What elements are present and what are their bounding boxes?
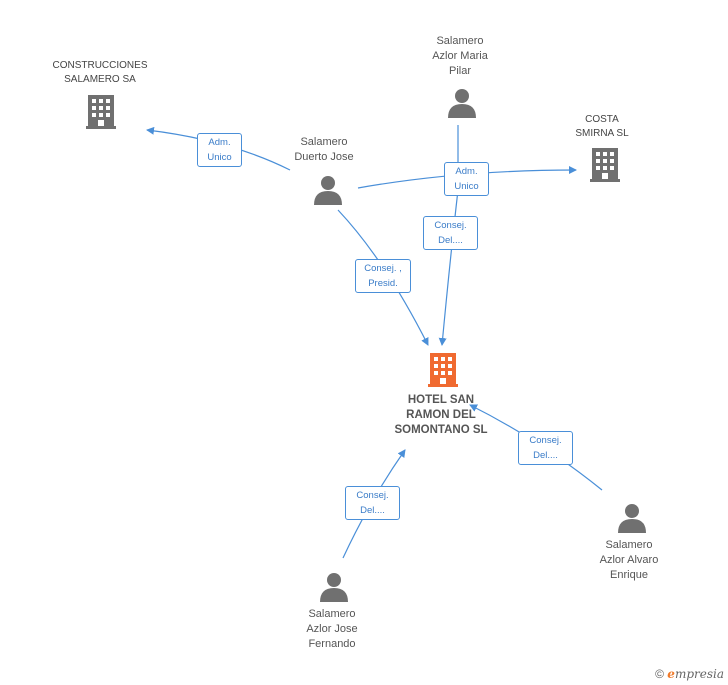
- node-label-alvaro[interactable]: Salamero Azlor Alvaro Enrique: [564, 538, 694, 583]
- label-line: COSTA: [585, 114, 619, 125]
- building-icon: [86, 95, 116, 129]
- role-line: Unico: [207, 152, 232, 163]
- role-line: Consej.: [356, 490, 389, 501]
- role-line: Unico: [454, 181, 479, 192]
- node-label-duerto[interactable]: Salamero Duerto Jose: [259, 135, 389, 165]
- role-line: Consej. ,: [364, 263, 402, 274]
- label-line: Enrique: [610, 569, 648, 581]
- label-line: Azlor Alvaro: [599, 554, 659, 566]
- node-label-maria-pilar[interactable]: Salamero Azlor Maria Pilar: [395, 34, 525, 79]
- person-icon: [618, 504, 646, 533]
- brand-logo-text: mpresia: [674, 667, 724, 681]
- label-line: SOMONTANO SL: [394, 424, 488, 436]
- role-line: Del....: [438, 235, 463, 246]
- role-box-consej-del[interactable]: Consej. Del....: [518, 431, 573, 465]
- role-box-consej-presid[interactable]: Consej. , Presid.: [355, 259, 411, 293]
- brand-logo-e: e: [667, 667, 675, 681]
- label-line: Pilar: [448, 65, 471, 77]
- main-building-icon: [428, 353, 458, 387]
- label-line: Salamero: [308, 608, 356, 620]
- person-icon: [314, 176, 342, 205]
- role-box-consej-del[interactable]: Consej. Del....: [345, 486, 400, 520]
- role-line: Adm.: [455, 166, 478, 177]
- label-line: SMIRNA SL: [575, 128, 629, 139]
- label-line: RAMON DEL: [406, 409, 476, 421]
- label-line: CONSTRUCCIONES: [52, 60, 148, 71]
- label-line: Azlor Maria: [432, 50, 488, 62]
- label-line: Salamero: [605, 539, 653, 551]
- copyright-icon: ©: [655, 667, 664, 681]
- role-box-adm-unico[interactable]: Adm. Unico: [444, 162, 489, 196]
- role-line: Del....: [533, 450, 558, 461]
- person-icon: [448, 89, 476, 118]
- label-line: Salamero: [436, 35, 484, 47]
- node-label-hotel[interactable]: HOTEL SAN RAMON DEL SOMONTANO SL: [376, 393, 506, 438]
- node-label-jose-fernando[interactable]: Salamero Azlor Jose Fernando: [267, 607, 397, 652]
- role-line: Consej.: [434, 220, 467, 231]
- label-line: Duerto Jose: [294, 151, 354, 163]
- node-label-construcciones[interactable]: CONSTRUCCIONES SALAMERO SA: [35, 59, 165, 87]
- node-label-costa[interactable]: COSTA SMIRNA SL: [537, 113, 667, 141]
- role-line: Consej.: [529, 435, 562, 446]
- role-line: Adm.: [208, 137, 231, 148]
- building-icon: [590, 148, 620, 182]
- person-icon: [320, 573, 348, 602]
- brand-watermark: © empresia: [655, 667, 724, 681]
- label-line: Fernando: [308, 638, 356, 650]
- role-line: Presid.: [368, 278, 398, 289]
- role-line: Del....: [360, 505, 385, 516]
- label-line: SALAMERO SA: [64, 74, 136, 85]
- label-line: Salamero: [300, 136, 348, 148]
- role-box-consej-del[interactable]: Consej. Del....: [423, 216, 478, 250]
- label-line: Azlor Jose: [306, 623, 358, 635]
- label-line: HOTEL SAN: [407, 394, 475, 406]
- edge-pilar-hotel: [438, 189, 459, 346]
- role-box-adm-unico[interactable]: Adm. Unico: [197, 133, 242, 167]
